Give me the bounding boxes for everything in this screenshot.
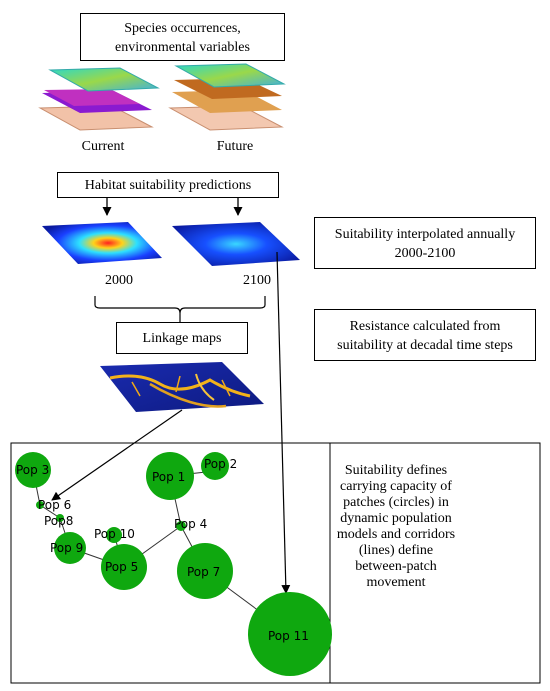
- suitability-interpolated-box: Suitability interpolated annually 2000-2…: [314, 217, 536, 269]
- label-pop-11: Pop 11: [268, 629, 309, 643]
- species-occurrences-box: Species occurrences, environmental varia…: [80, 13, 285, 61]
- label-pop-3: Pop 3: [16, 463, 49, 477]
- patch-pop-10: [106, 527, 122, 543]
- patch-pop-7: [177, 543, 233, 599]
- linkage-map: [100, 362, 264, 412]
- suitability-map-2000: [42, 222, 162, 264]
- patch-pop-5: [101, 544, 147, 590]
- label-pop-7: Pop 7: [187, 565, 220, 579]
- label-pop-10: Pop 10: [94, 527, 135, 541]
- habitat-suitability-box: Habitat suitability predictions: [57, 172, 279, 198]
- year-brace: [94, 296, 266, 314]
- label-pop-5: Pop 5: [105, 560, 138, 574]
- year-2100-label: 2100: [243, 273, 271, 288]
- patch-pop-6: [36, 501, 44, 509]
- linkage-maps-box: Linkage maps: [116, 322, 248, 354]
- label-pop-9: Pop 9: [50, 541, 83, 555]
- patch-pop-9: [54, 532, 86, 564]
- current-label: Current: [81, 139, 125, 154]
- label-pop-6: Pop 6: [38, 498, 71, 512]
- label-pop-2: Pop 2: [204, 457, 237, 471]
- patch-pop-1: [146, 452, 194, 500]
- suitability-map-2100: [172, 222, 300, 266]
- network-panel: [10, 442, 541, 684]
- patch-pop-2: [201, 452, 229, 480]
- label-pop-8: Pop8: [44, 514, 73, 528]
- future-layer-stack: [168, 63, 286, 131]
- resistance-box: Resistance calculated from suitability a…: [314, 309, 536, 361]
- patch-pop-3: [15, 452, 51, 488]
- patch-pop-8: [56, 514, 64, 522]
- patches: [15, 452, 332, 676]
- year-2000-label: 2000: [105, 273, 133, 288]
- label-pop-4: Pop 4: [174, 517, 207, 531]
- label-pop-1: Pop 1: [152, 470, 185, 484]
- future-label: Future: [216, 139, 254, 154]
- carrying-capacity-text: Suitability defines carrying capacity of…: [336, 463, 456, 590]
- patch-pop-11: [248, 592, 332, 676]
- current-layer-stack: [38, 67, 160, 131]
- patch-pop-4: [176, 521, 186, 531]
